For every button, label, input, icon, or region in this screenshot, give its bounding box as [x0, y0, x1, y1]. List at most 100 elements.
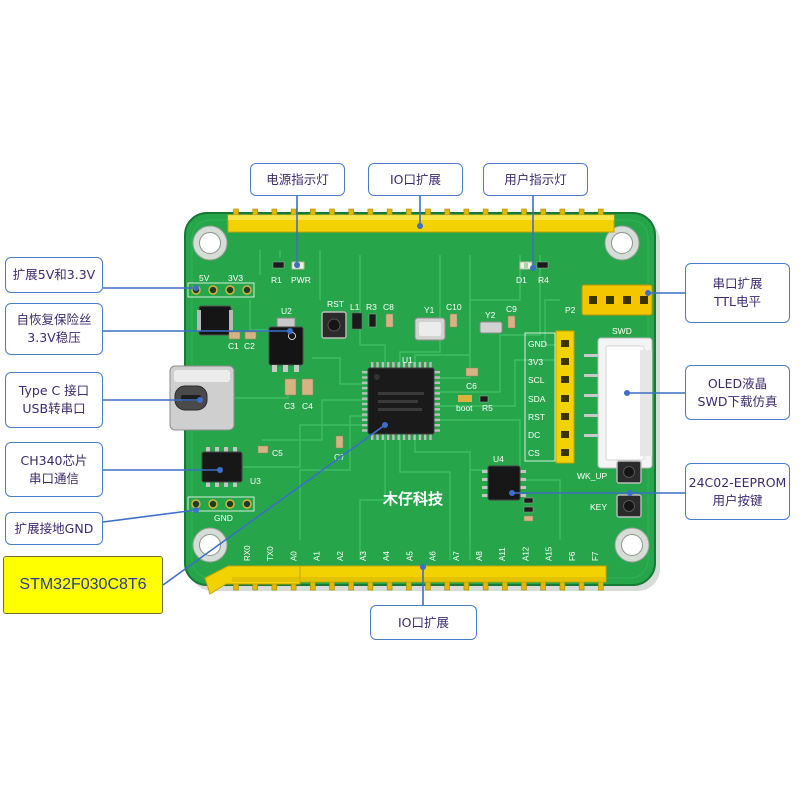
bottom-pin-header	[204, 565, 607, 595]
oled-female-header	[555, 330, 575, 464]
mcu-pin	[429, 433, 432, 440]
mounting-hole-top-left	[192, 225, 228, 261]
callout-text: 3.3V稳压	[27, 330, 81, 345]
silk-u1: U1	[402, 355, 413, 365]
mcu-pin	[413, 433, 416, 440]
silk-d1: D1	[516, 275, 527, 285]
callout-text: SWD下载仿真	[697, 393, 778, 409]
mcu-pin	[408, 362, 411, 369]
bottom-pin-label: A1	[313, 551, 322, 561]
ch340-chip-u3	[201, 447, 243, 487]
eeprom-chip-u4	[482, 465, 526, 501]
bottom-pin-label: A11	[498, 547, 507, 561]
silk-rst: RST	[327, 299, 344, 309]
mcu-pin	[362, 392, 369, 395]
mcu-pin	[362, 402, 369, 406]
silk-pwr: PWR	[291, 275, 311, 285]
silk-c6: C6	[466, 381, 477, 391]
mcu-pin	[362, 429, 369, 432]
callout-text: STM32F030C8T6	[19, 576, 147, 593]
mcu-pin	[392, 362, 395, 369]
callout-text: TTL电平	[713, 294, 761, 309]
mcu-pin	[402, 433, 406, 440]
mcu-pin	[362, 371, 369, 374]
mcu-pin	[402, 362, 406, 369]
mcu-pin	[362, 376, 369, 379]
mounting-holes	[192, 225, 650, 563]
bottom-pin-label: A0	[289, 551, 298, 561]
silk-swd: SWD	[612, 326, 632, 336]
mcu-pin	[424, 433, 427, 440]
silk-u4: U4	[493, 454, 504, 464]
callout-type-c: Type C 接口 USB转串口	[5, 372, 103, 428]
silk-oled-pin: RST	[528, 412, 545, 422]
bottom-pin-label: A8	[475, 551, 484, 561]
mcu-pin	[386, 362, 390, 369]
crystal-y2	[479, 321, 503, 334]
reset-button	[321, 311, 347, 339]
callout-text: IO口扩展	[397, 614, 450, 630]
silk-c8: C8	[383, 302, 394, 312]
silk-l1: L1	[350, 302, 360, 312]
leader-mcu	[162, 422, 388, 586]
leader-ext-power	[103, 285, 199, 291]
mcu-pin	[433, 386, 440, 390]
bottom-pin-label: TX0	[266, 546, 275, 561]
silk-c5: C5	[272, 448, 283, 458]
callout-text: 电源指示灯	[266, 171, 329, 187]
leader-uart	[645, 290, 685, 296]
mounting-hole-bottom-right	[614, 527, 650, 563]
mounting-hole-bottom-left	[192, 527, 228, 563]
mcu-pin	[397, 362, 400, 369]
gnd-expansion-header	[187, 496, 255, 512]
bottom-pin-label: F6	[568, 551, 577, 561]
silk-c1: C1	[228, 341, 239, 351]
crystal-y1	[414, 317, 446, 341]
callout-text: 串口扩展	[712, 276, 763, 291]
leader-oled-swd	[624, 390, 685, 396]
mcu-pin	[433, 397, 440, 400]
silk-y2: Y2	[485, 310, 496, 320]
bottom-pin-label: A12	[521, 546, 530, 561]
mcu-pin	[429, 362, 432, 369]
silk-5v: 5V	[199, 273, 210, 283]
mcu-pin	[381, 362, 384, 369]
callout-text: 用户按键	[712, 492, 763, 508]
mcu-pin	[362, 386, 369, 390]
silk-u3: U3	[250, 476, 261, 486]
mcu-pin	[413, 362, 416, 369]
resettable-fuse	[197, 305, 233, 336]
callout-text: 扩展5V和3.3V	[12, 267, 96, 282]
callout-text: Type C 接口	[18, 383, 90, 398]
mcu-pin	[418, 362, 422, 369]
silk-u2: U2	[281, 306, 292, 316]
callout-power-led: 电源指示灯	[250, 163, 345, 196]
bottom-pin-label: A3	[359, 551, 368, 561]
silk-gnd: GND	[214, 513, 233, 523]
leader-ch340	[103, 467, 223, 473]
mcu-pin	[386, 433, 390, 440]
silk-oled-pin: CS	[528, 448, 540, 458]
mcu-pin	[362, 418, 369, 422]
key-button	[616, 494, 642, 518]
bottom-pin-label: A7	[452, 551, 461, 561]
silkscreen-labels: 5V 3V3 GND RST R1 PWR U2 C1 C2 C3 C4 C5 …	[199, 273, 632, 523]
callout-fuse-regulator: 自恢复保险丝 3.3V稳压	[5, 303, 103, 355]
board-brand: 木仔科技	[382, 490, 444, 508]
callout-lines	[102, 196, 685, 605]
mcu-pin	[433, 376, 440, 379]
mcu-pins	[362, 362, 440, 440]
silk-oled-pin: 3V3	[528, 357, 543, 367]
mcu-pin	[362, 424, 369, 427]
silk-oled-pin: SCL	[528, 375, 545, 385]
leader-eeprom-key	[509, 490, 685, 496]
mcu-pin	[376, 362, 379, 369]
mcu-pin	[433, 381, 440, 384]
callout-user-led: 用户指示灯	[483, 163, 588, 196]
swd-connector	[584, 337, 653, 469]
bottom-pin-label: RX0	[243, 545, 252, 561]
callout-text: 用户指示灯	[504, 171, 567, 187]
callout-uart: 串口扩展 TTL电平	[685, 263, 790, 323]
wk-up-button	[616, 460, 642, 484]
